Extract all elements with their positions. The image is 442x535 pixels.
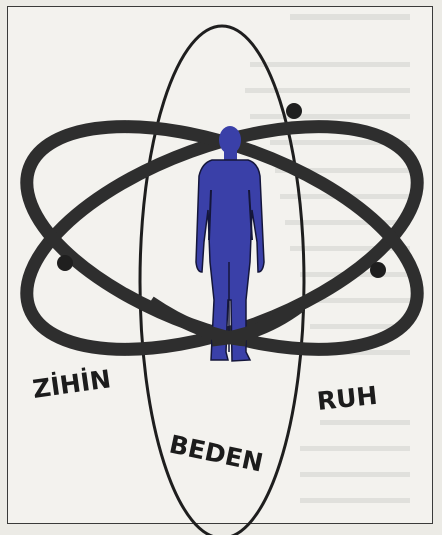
background-text-bleed bbox=[245, 14, 410, 503]
electron-top bbox=[286, 103, 302, 119]
electron-right bbox=[370, 262, 386, 278]
electron-left bbox=[57, 255, 73, 271]
label-spirit: RUH bbox=[316, 381, 379, 416]
label-body: BEDEN bbox=[167, 430, 266, 478]
label-mind: ZİHİN bbox=[31, 363, 113, 404]
